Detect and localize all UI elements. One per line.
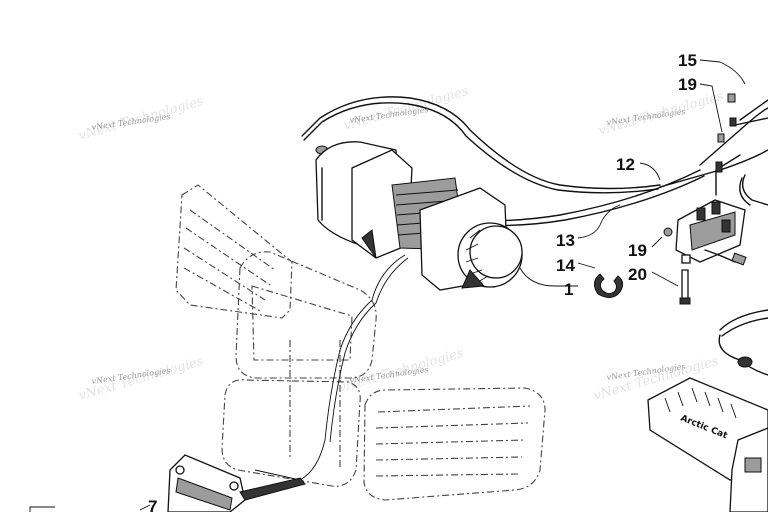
callout-12: 12 (616, 155, 635, 174)
callout-19-top: 19 (678, 75, 697, 94)
mount-bracket (29, 454, 306, 512)
callout-15: 15 (678, 51, 697, 70)
callout-20: 20 (628, 265, 647, 284)
winch-assembly (315, 141, 523, 291)
handlebar-switch: Arctic Cat (647, 309, 768, 512)
callout-labels: 15 19 12 13 14 1 19 20 7 (148, 51, 697, 512)
callout-leaders (139, 59, 746, 511)
callout-13: 13 (556, 231, 575, 250)
callout-19-lower: 19 (628, 241, 647, 260)
solenoid-assembly (663, 93, 747, 305)
callout-1: 1 (564, 280, 573, 299)
front-rack-phantom (175, 184, 546, 501)
callout-7: 7 (148, 497, 157, 512)
snap-ring (594, 273, 624, 298)
callout-14: 14 (556, 256, 575, 275)
